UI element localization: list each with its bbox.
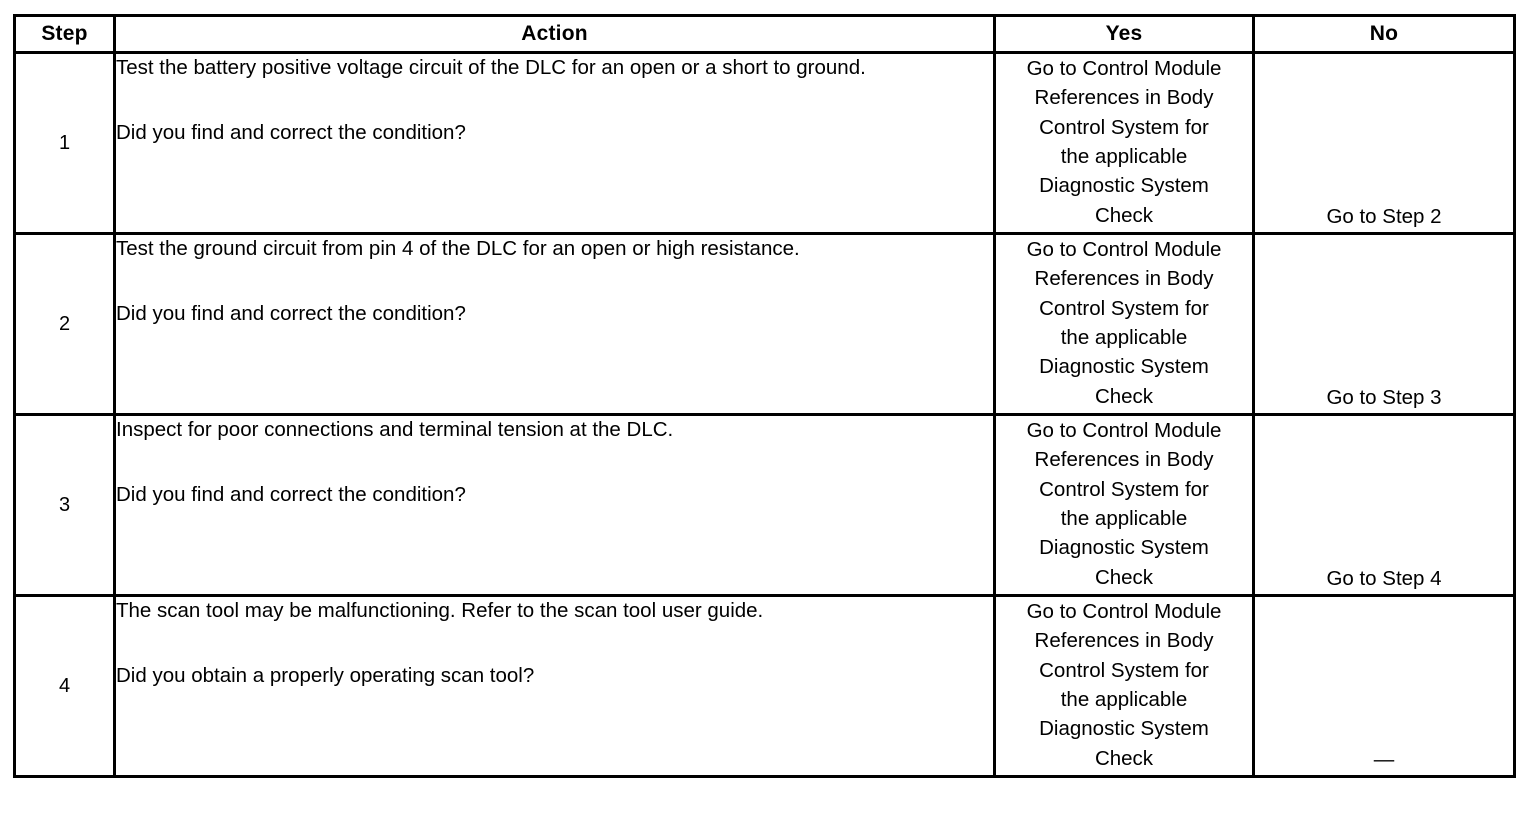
- no-result: Go to Step 4: [1252, 413, 1516, 597]
- action-spacer: [116, 262, 993, 300]
- action-instruction: Inspect for poor connections and termina…: [116, 418, 674, 441]
- table-row: 1 Test the battery positive voltage circ…: [13, 51, 1516, 235]
- no-result: Go to Step 2: [1252, 51, 1516, 235]
- action-question: Did you find and correct the condition?: [116, 302, 466, 326]
- action-cell: The scan tool may be malfunctioning. Ref…: [113, 594, 996, 778]
- yes-result: Go to Control Module References in Body …: [993, 51, 1255, 235]
- yes-result: Go to Control Module References in Body …: [993, 413, 1255, 597]
- action-spacer: [116, 81, 993, 119]
- step-number: 2: [13, 232, 116, 416]
- table-row: 4 The scan tool may be malfunctioning. R…: [13, 594, 1516, 778]
- action-cell: Inspect for poor connections and termina…: [113, 413, 996, 597]
- table-header: Step Action Yes No: [13, 14, 1516, 54]
- table-body: 1 Test the battery positive voltage circ…: [13, 51, 1516, 778]
- action-spacer: [116, 443, 993, 481]
- action-question: Did you obtain a properly operating scan…: [116, 664, 535, 688]
- column-header-no: No: [1252, 14, 1516, 54]
- step-number: 3: [13, 413, 116, 597]
- action-cell: Test the battery positive voltage circui…: [113, 51, 996, 235]
- action-spacer: [116, 624, 993, 662]
- diagnostic-steps-table: Step Action Yes No 1 Test the battery po…: [13, 14, 1516, 778]
- no-result: —: [1252, 594, 1516, 778]
- no-result: Go to Step 3: [1252, 232, 1516, 416]
- action-question: Did you find and correct the condition?: [116, 483, 466, 507]
- action-question: Did you find and correct the condition?: [116, 121, 466, 145]
- action-instruction: Test the battery positive voltage circui…: [116, 56, 866, 79]
- action-instruction: Test the ground circuit from pin 4 of th…: [116, 237, 800, 260]
- column-header-yes: Yes: [993, 14, 1255, 54]
- column-header-action: Action: [113, 14, 996, 54]
- yes-result: Go to Control Module References in Body …: [993, 232, 1255, 416]
- table-header-row: Step Action Yes No: [13, 14, 1516, 54]
- table-row: 2 Test the ground circuit from pin 4 of …: [13, 232, 1516, 416]
- yes-result: Go to Control Module References in Body …: [993, 594, 1255, 778]
- action-cell: Test the ground circuit from pin 4 of th…: [113, 232, 996, 416]
- step-number: 4: [13, 594, 116, 778]
- action-instruction: The scan tool may be malfunctioning. Ref…: [116, 599, 764, 622]
- table-row: 3 Inspect for poor connections and termi…: [13, 413, 1516, 597]
- step-number: 1: [13, 51, 116, 235]
- column-header-step: Step: [13, 14, 116, 54]
